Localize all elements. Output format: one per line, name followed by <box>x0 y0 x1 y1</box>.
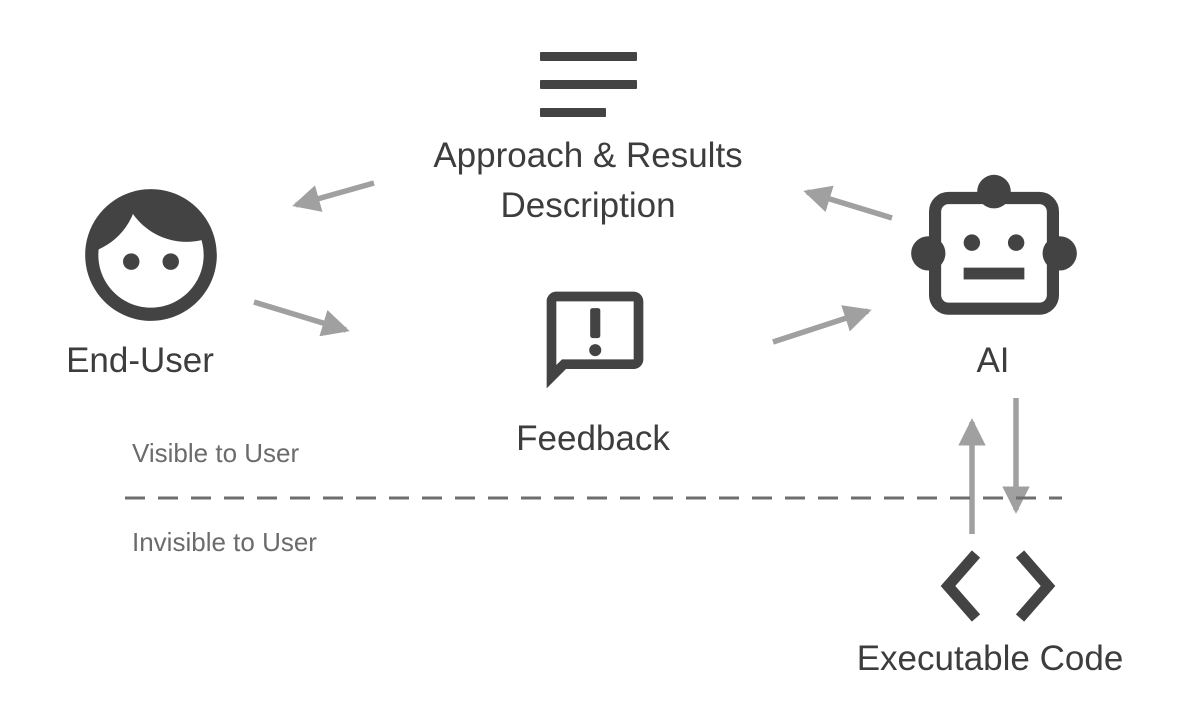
code-icon <box>940 550 1056 622</box>
arrow-feedback-to-ai <box>772 305 872 345</box>
description-label: Approach & Results Description <box>433 131 742 231</box>
executable-code-label: Executable Code <box>856 639 1124 678</box>
feedback-node <box>537 282 653 398</box>
arrow-end-user-to-feedback <box>253 299 350 337</box>
ai-node <box>908 173 1080 323</box>
description-label-line1: Approach & Results <box>433 136 743 175</box>
code-node <box>938 548 1058 624</box>
notes-icon <box>540 52 637 117</box>
end-user-label: End-User <box>66 341 214 380</box>
arrow-ai-to-description <box>803 185 893 221</box>
description-label-line2: Description <box>500 186 676 225</box>
feedback-bubble-icon <box>546 291 644 389</box>
description-node <box>540 52 638 118</box>
invisible-zone-label: Invisible to User <box>132 527 317 557</box>
end-user-node <box>72 176 230 334</box>
visible-zone-label: Visible to User <box>132 438 300 468</box>
arrow-description-to-end-user <box>292 180 375 212</box>
feedback-label: Feedback <box>516 419 670 458</box>
ai-label: AI <box>976 341 1010 380</box>
robot-icon <box>911 174 1077 315</box>
face-icon <box>85 189 217 321</box>
